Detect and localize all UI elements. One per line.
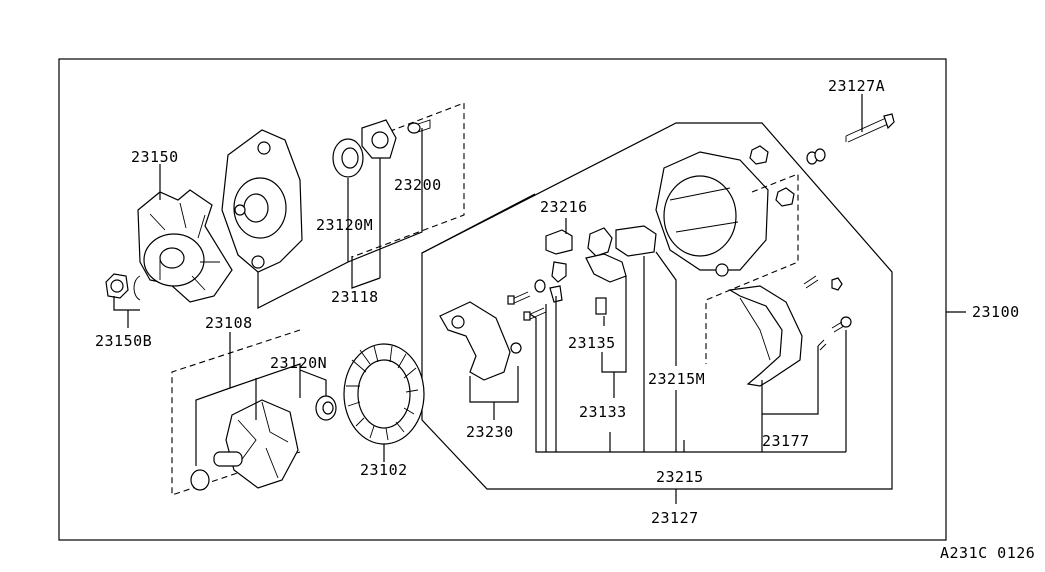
leader-23108 [195, 332, 301, 466]
front-cover-dashed-box [351, 102, 465, 258]
part-label-23215: 23215 [656, 468, 704, 486]
part-label-23102: 23102 [360, 461, 408, 479]
rectifier-icon [728, 285, 803, 387]
stator-icon [343, 343, 425, 445]
leader-23118 [257, 128, 423, 309]
diagram-code: A231C 0126 [940, 544, 1035, 562]
brush-bracket-icon [439, 301, 522, 381]
front-bearing-icon [332, 138, 364, 178]
part-label-23177: 23177 [762, 432, 810, 450]
through-bolt-icon [845, 113, 895, 143]
leader-23150B [113, 296, 140, 328]
pulley-fan-icon [137, 189, 233, 303]
brush-assembly-outline [421, 193, 536, 254]
leader-23215-bus [529, 256, 846, 453]
leader-23120N [299, 369, 327, 396]
part-label-23215M: 23215M [648, 370, 705, 388]
part-label-23133: 23133 [579, 403, 627, 421]
leader-23215M [655, 251, 677, 366]
nut-washer-icon [105, 273, 141, 301]
part-label-23127A: 23127A [828, 77, 885, 95]
diagram-frame [58, 58, 947, 541]
rear-nuts-icon [749, 145, 826, 207]
part-label-23120M: 23120M [316, 216, 373, 234]
brush-holder-parts-icon [507, 225, 657, 321]
part-label-23135: 23135 [568, 334, 616, 352]
part-label-23100: 23100 [972, 303, 1020, 321]
rear-cover-icon [655, 151, 769, 277]
leader-23230 [469, 366, 519, 420]
part-label-23230: 23230 [466, 423, 514, 441]
screw-icon [407, 119, 431, 134]
rotor-dashed-box [171, 329, 301, 496]
rear-assembly-outline [421, 122, 893, 490]
part-label-23120N: 23120N [270, 354, 327, 372]
leader-23133 [601, 276, 627, 398]
part-label-23118: 23118 [331, 288, 379, 306]
part-label-23216: 23216 [540, 198, 588, 216]
rotor-icon [190, 399, 299, 491]
part-label-23150B: 23150B [95, 332, 152, 350]
leader-23177 [761, 330, 847, 452]
retainer-plate-icon [361, 119, 397, 159]
part-label-23127: 23127 [651, 509, 699, 527]
rear-bearing-icon [315, 395, 337, 421]
part-label-23150: 23150 [131, 148, 179, 166]
front-housing-icon [221, 129, 303, 273]
part-label-23108: 23108 [205, 314, 253, 332]
part-label-23200: 23200 [394, 176, 442, 194]
cover-dashed-box [705, 173, 799, 364]
rectifier-screws-icon [803, 275, 852, 351]
